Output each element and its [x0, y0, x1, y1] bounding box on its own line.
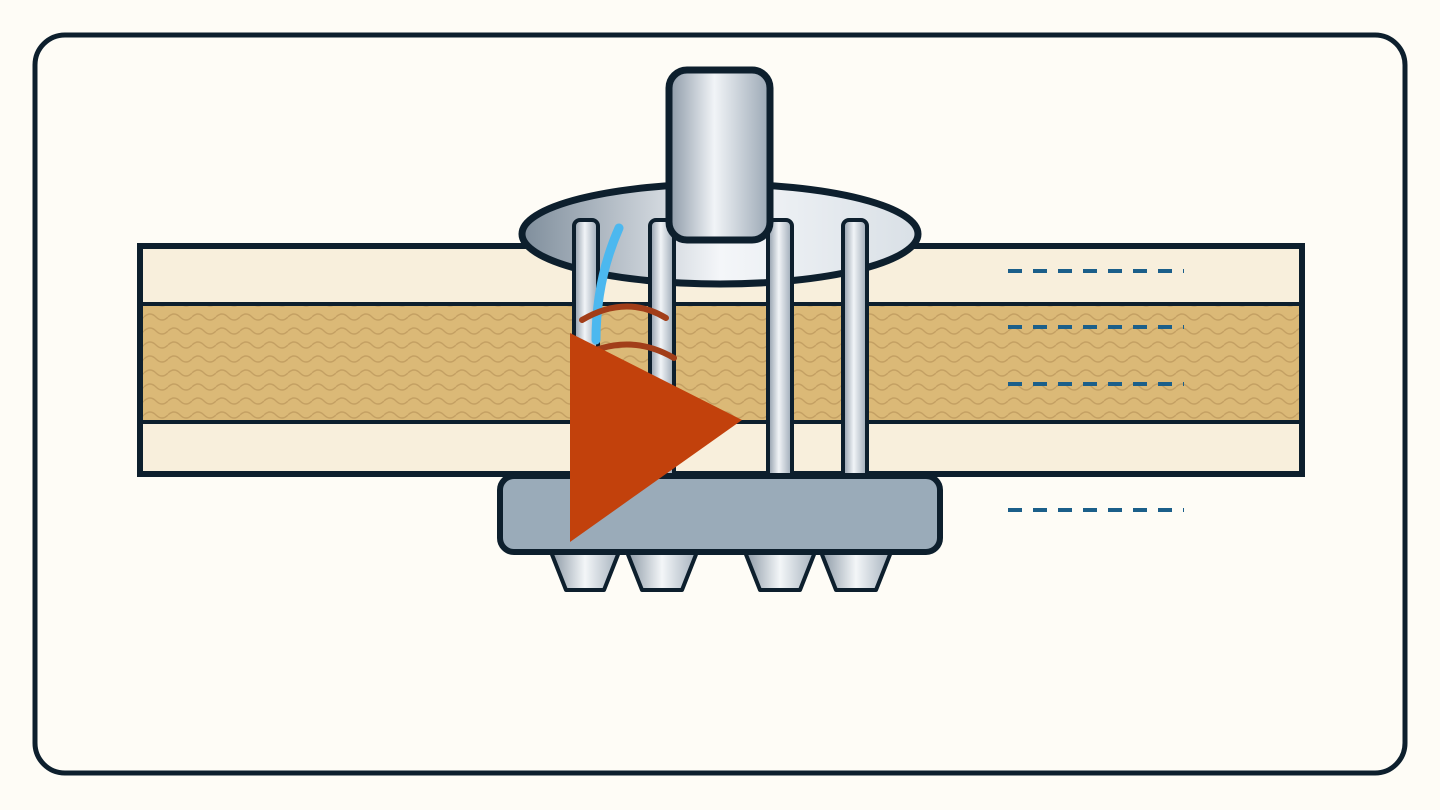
- insert-pin-4: [841, 218, 869, 484]
- core-layer: [140, 304, 1302, 422]
- center-cylinder: [665, 66, 774, 244]
- motion-arc-1: [579, 303, 669, 323]
- play-triangle[interactable]: [570, 333, 742, 542]
- base-block: [497, 473, 943, 555]
- cable-curve: [591, 223, 624, 345]
- insert-pin-3: [766, 218, 794, 484]
- callout-dashes: [1008, 269, 1184, 512]
- conical-feet: [549, 550, 893, 592]
